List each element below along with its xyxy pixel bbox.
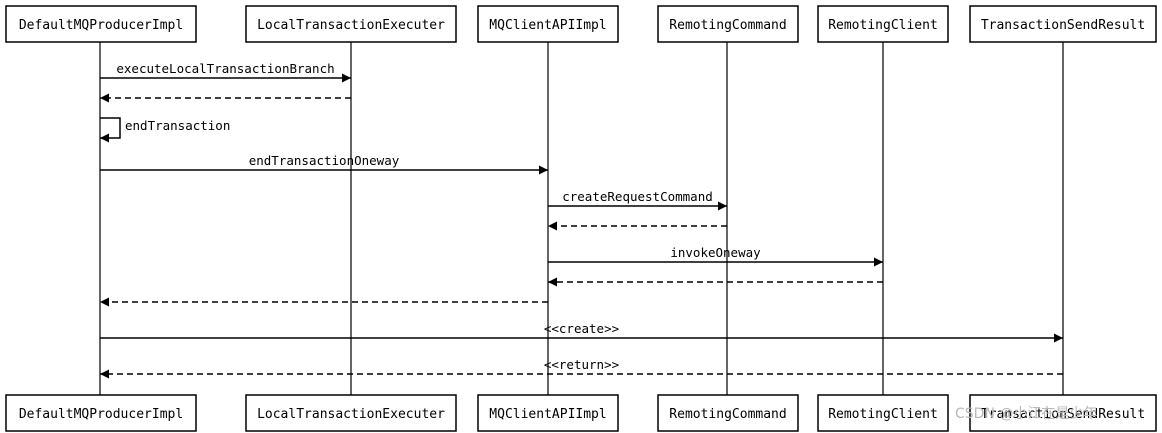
participant-label: LocalTransactionExecuter [257, 407, 445, 422]
message-2: endTransaction [100, 117, 230, 143]
participant-top-remoting-command: RemotingCommand [657, 5, 799, 43]
message-0: executeLocalTransactionBranch [100, 61, 351, 83]
message-label: invokeOneway [670, 245, 761, 260]
participant-label: TransactionSendResult [981, 18, 1145, 33]
message-9: <<create>> [100, 321, 1063, 343]
participant-label: RemotingCommand [669, 18, 786, 33]
participant-label: RemotingClient [828, 18, 938, 33]
message-label: <<return>> [544, 357, 619, 372]
message-label: <<create>> [544, 321, 619, 336]
participant-top-default-mqproducer-impl: DefaultMQProducerImpl [5, 5, 197, 43]
participant-label: RemotingClient [828, 407, 938, 422]
message-4: createRequestCommand [548, 189, 727, 211]
participant-top-transaction-send-result: TransactionSendResult [969, 5, 1157, 43]
participant-label: TransactionSendResult [981, 407, 1145, 422]
message-label: endTransactionOneway [249, 153, 400, 168]
participant-bottom-mqclient-apiimpl: MQClientAPIImpl [477, 394, 619, 432]
participant-top-mqclient-apiimpl: MQClientAPIImpl [477, 5, 619, 43]
watermark: CSDN @小江在是少年 [955, 406, 1097, 422]
message-3: endTransactionOneway [100, 153, 548, 175]
message-label: endTransaction [125, 118, 230, 133]
messages: executeLocalTransactionBranch endTransact… [100, 61, 1063, 379]
participant-label: LocalTransactionExecuter [257, 18, 445, 33]
participant-label: RemotingCommand [669, 407, 786, 422]
participant-label: DefaultMQProducerImpl [19, 18, 183, 33]
participant-label: DefaultMQProducerImpl [19, 407, 183, 422]
participant-bottom-local-transaction-executer: LocalTransactionExecuter [245, 394, 457, 432]
participant-bottom-default-mqproducer-impl: DefaultMQProducerImpl [5, 394, 197, 432]
participant-label: MQClientAPIImpl [489, 18, 606, 33]
message-label: executeLocalTransactionBranch [116, 61, 334, 76]
self-call-arrow [100, 117, 121, 143]
message-10: <<return>> [100, 357, 1063, 379]
participant-boxes: DefaultMQProducerImplDefaultMQProducerIm… [5, 5, 1157, 432]
message-label: createRequestCommand [562, 189, 713, 204]
participant-bottom-remoting-client: RemotingClient [817, 394, 949, 432]
participant-label: MQClientAPIImpl [489, 407, 606, 422]
message-6: invokeOneway [548, 245, 883, 267]
participant-bottom-transaction-send-result: TransactionSendResult [969, 394, 1157, 432]
participant-top-local-transaction-executer: LocalTransactionExecuter [245, 5, 457, 43]
participant-bottom-remoting-command: RemotingCommand [657, 394, 799, 432]
lifelines [99, 42, 1064, 395]
participant-top-remoting-client: RemotingClient [817, 5, 949, 43]
